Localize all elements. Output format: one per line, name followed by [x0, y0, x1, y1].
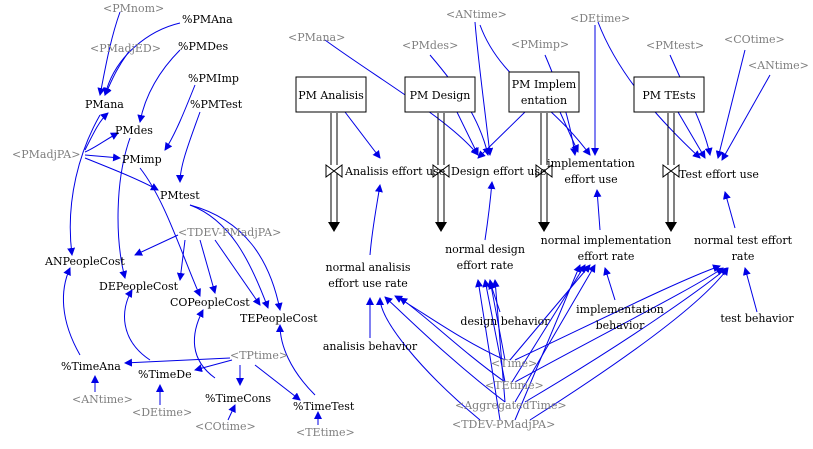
stock-pm-analisis-label: PM Analisis [298, 89, 364, 102]
stock-pm-implementation-label-1: PM Implem [512, 78, 577, 91]
rate-analisis-effort-use[interactable]: Analisis effort use [344, 165, 445, 178]
var-pmtest[interactable]: PMtest [160, 189, 200, 202]
shadow-tdev-pmadjpa-bottom[interactable]: <TDEV-PMadjPA> [452, 418, 555, 431]
shadow-pmadjpa-left[interactable]: <PMadjPA> [12, 148, 80, 161]
var-pmimp[interactable]: PMimp [122, 153, 162, 166]
var-de-people-cost[interactable]: DEPeopleCost [99, 280, 179, 293]
causal-links [62, 11, 771, 425]
shadow-pmtest[interactable]: <PMtest> [646, 39, 704, 52]
stock-pm-implementation-label-2: entation [521, 94, 567, 107]
stock-pm-implementation[interactable]: PM Implem entation [508, 71, 580, 113]
shadow-antime-bottom[interactable]: <ANtime> [72, 393, 133, 406]
shadow-time-mid[interactable]: <Time> [491, 357, 537, 370]
valve-analisis [325, 164, 343, 178]
shadow-pmana[interactable]: <PMana> [288, 31, 345, 44]
stock-pm-analisis[interactable]: PM Analisis [295, 76, 367, 113]
shadow-tetime-mid[interactable]: <TEtime> [485, 379, 544, 392]
shadow-pmadjed[interactable]: <PMadjED> [90, 42, 161, 55]
shadow-pmdes[interactable]: <PMdes> [402, 39, 458, 52]
rate-test-effort-use[interactable]: Test effort use [679, 168, 759, 181]
shadow-cotime-top[interactable]: <COtime> [724, 33, 785, 46]
var-impl-behavior-2[interactable]: behavior [596, 319, 646, 332]
var-test-behavior[interactable]: test behavior [720, 312, 794, 325]
stock-pm-design[interactable]: PM Design [404, 76, 476, 113]
var-pmdes[interactable]: PMdes [115, 124, 153, 137]
var-pmdes-pct[interactable]: %PMDes [178, 40, 228, 53]
var-normal-impl-1[interactable]: normal implementation [541, 234, 672, 247]
shadow-tetime-bottom[interactable]: <TEtime> [296, 426, 355, 439]
valve-implementation [535, 164, 553, 178]
var-normal-design-1[interactable]: normal design [445, 243, 525, 256]
var-normal-impl-2[interactable]: effort rate [578, 250, 635, 263]
var-pmtest-pct[interactable]: %PMTest [190, 98, 243, 111]
var-pmana-pct[interactable]: %PMAna [182, 13, 233, 26]
var-co-people-cost[interactable]: COPeopleCost [170, 296, 250, 309]
shadow-detime-top[interactable]: <DEtime> [570, 12, 630, 25]
shadow-tdev-pmadjpa-top[interactable]: <TDEV-PMadjPA> [178, 226, 281, 239]
shadow-tptime[interactable]: <TPtime> [230, 349, 288, 362]
var-time-de[interactable]: %TimeDe [138, 368, 192, 381]
flow-pipes [328, 113, 677, 232]
var-analisis-behavior[interactable]: analisis behavior [323, 340, 418, 353]
var-design-behavior[interactable]: design behavior [460, 315, 550, 328]
shadow-detime-bottom[interactable]: <DEtime> [132, 406, 192, 419]
var-pmimp-pct[interactable]: %PMImp [188, 72, 239, 85]
var-normal-analisis-2[interactable]: effort use rate [328, 277, 408, 290]
stock-pm-tests-label: PM TEsts [642, 89, 696, 102]
var-normal-design-2[interactable]: effort rate [457, 259, 514, 272]
var-impl-behavior-1[interactable]: implementation [576, 303, 664, 316]
stock-pm-tests[interactable]: PM TEsts [633, 76, 705, 113]
var-time-test[interactable]: %TimeTest [293, 400, 355, 413]
var-time-cons[interactable]: %TimeCons [205, 392, 271, 405]
shadow-antime-top[interactable]: <ANtime> [446, 8, 507, 21]
shadow-cotime-bottom[interactable]: <COtime> [195, 420, 256, 433]
shadow-pmnom[interactable]: <PMnom> [103, 2, 164, 15]
var-normal-test-1[interactable]: normal test effort [694, 234, 793, 247]
shadow-pmimp[interactable]: <PMimp> [511, 38, 569, 51]
rate-design-effort-use[interactable]: Design effort use [451, 165, 546, 178]
var-te-people-cost[interactable]: TEPeopleCost [240, 312, 318, 325]
valve-test [662, 164, 680, 178]
stock-pm-design-label: PM Design [410, 89, 471, 102]
var-an-people-cost[interactable]: ANPeopleCost [44, 255, 125, 268]
rate-implementation-effort-use-1[interactable]: implementation [547, 157, 635, 170]
shadow-antime-right[interactable]: <ANtime> [748, 59, 809, 72]
var-time-ana[interactable]: %TimeAna [61, 360, 121, 373]
var-normal-test-2[interactable]: rate [732, 250, 755, 263]
valves [325, 164, 680, 178]
var-pmana[interactable]: PMana [85, 98, 124, 111]
valve-design [432, 164, 450, 178]
var-normal-analisis-1[interactable]: normal analisis [325, 261, 410, 274]
shadow-aggregated-time[interactable]: <AggregatedTime> [455, 399, 567, 412]
rate-implementation-effort-use-2[interactable]: effort use [564, 173, 617, 186]
